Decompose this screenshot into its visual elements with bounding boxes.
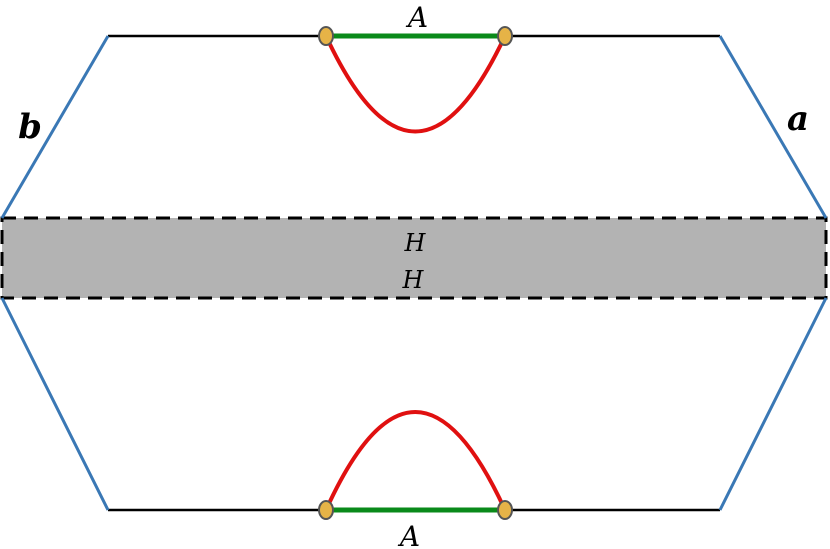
top-right-endpoint <box>497 26 513 46</box>
upper-right-side-a <box>718 35 828 219</box>
left-edge-label: b <box>18 107 42 147</box>
bottom-region-label: A <box>397 520 420 549</box>
top-region-label: A <box>405 1 428 34</box>
bottom-right-endpoint <box>497 500 513 520</box>
band-upper-label: H <box>404 229 427 257</box>
lower-right-side <box>718 297 828 511</box>
lower-left-side <box>0 297 110 511</box>
top-left-endpoint <box>318 26 334 46</box>
shaded-band <box>0 216 828 300</box>
bottom-left-endpoint <box>318 500 334 520</box>
right-edge-label: a <box>787 99 809 139</box>
upper-left-side-b <box>0 35 110 219</box>
bottom-geodesic <box>324 410 507 511</box>
top-geodesic <box>324 35 507 134</box>
band-lower-label: H <box>402 266 425 294</box>
